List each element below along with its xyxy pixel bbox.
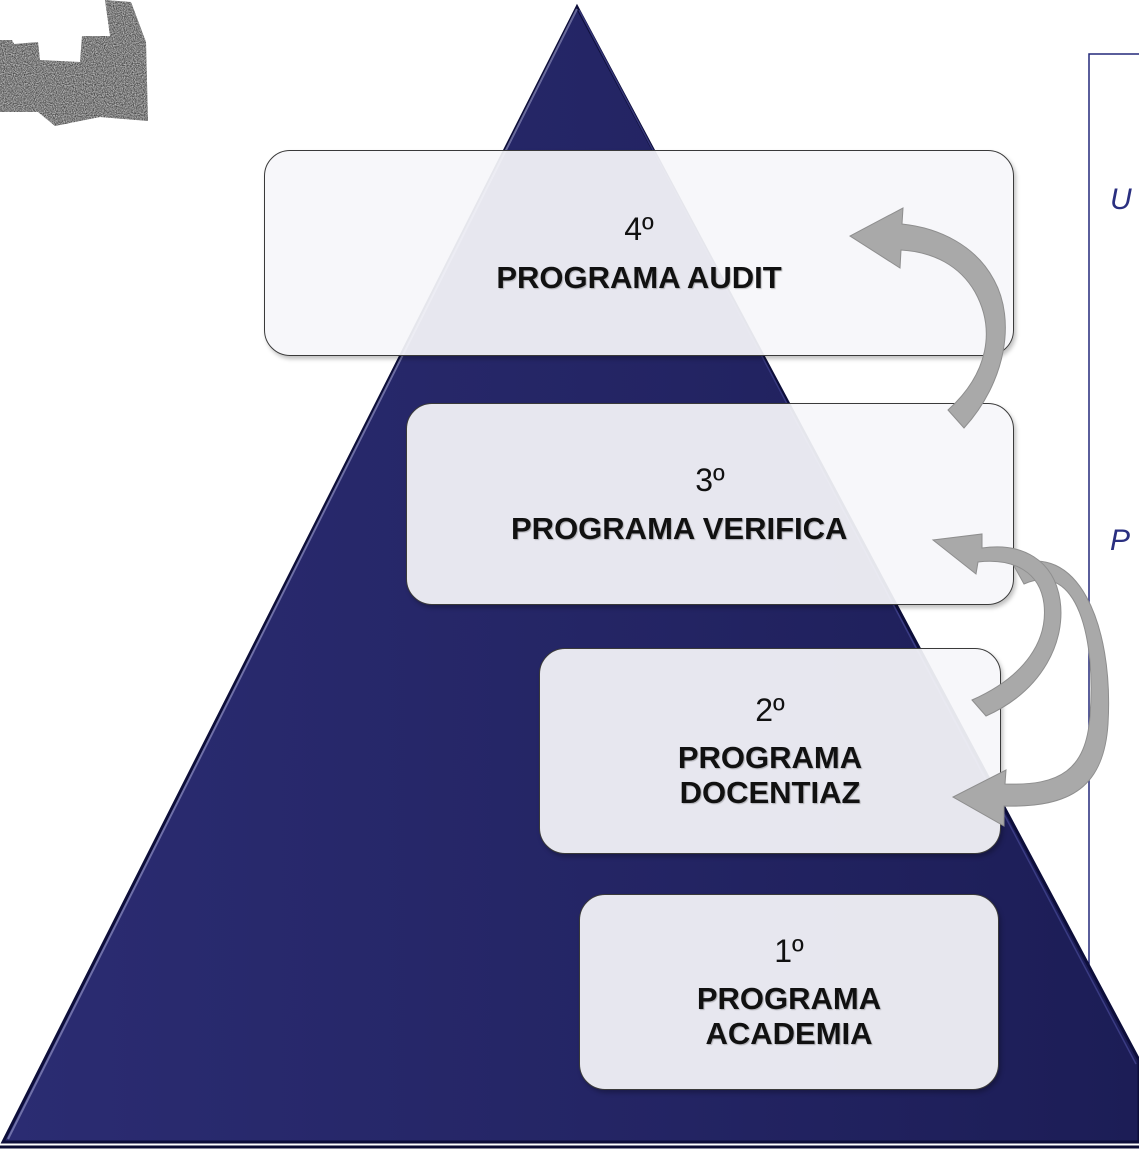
level-3-box: 3º PROGRAMA VERIFICA — [406, 403, 1014, 605]
level-4-box: 4º PROGRAMA AUDIT — [264, 150, 1014, 356]
level-1-name-line-2: ACADEMIA — [705, 1016, 873, 1052]
level-3-number: 3º — [695, 462, 725, 499]
level-2-box: 2º PROGRAMA DOCENTIAZ — [539, 648, 1001, 854]
side-panel-fragment-1: U — [1110, 183, 1132, 216]
level-2-name-line-2: DOCENTIAZ — [679, 775, 861, 811]
level-3-name: PROGRAMA VERIFICA — [511, 512, 949, 547]
level-1-box: 1º PROGRAMA ACADEMIA — [579, 894, 999, 1090]
level-3-name-line: PROGRAMA VERIFICA — [511, 511, 848, 546]
side-panel-fragment-2: P — [1110, 524, 1131, 557]
level-1-name: PROGRAMA ACADEMIA — [697, 982, 881, 1051]
level-4-number: 4º — [624, 211, 654, 248]
level-4-name: PROGRAMA AUDIT — [496, 259, 782, 296]
level-2-name: PROGRAMA DOCENTIAZ — [678, 741, 862, 810]
level-2-name-line-1: PROGRAMA — [677, 740, 863, 776]
castle-logo — [0, 0, 148, 126]
level-2-number: 2º — [755, 692, 785, 729]
level-1-name-line-1: PROGRAMA — [696, 981, 882, 1017]
level-4-name-line: PROGRAMA AUDIT — [496, 259, 782, 295]
level-1-number: 1º — [774, 933, 804, 970]
